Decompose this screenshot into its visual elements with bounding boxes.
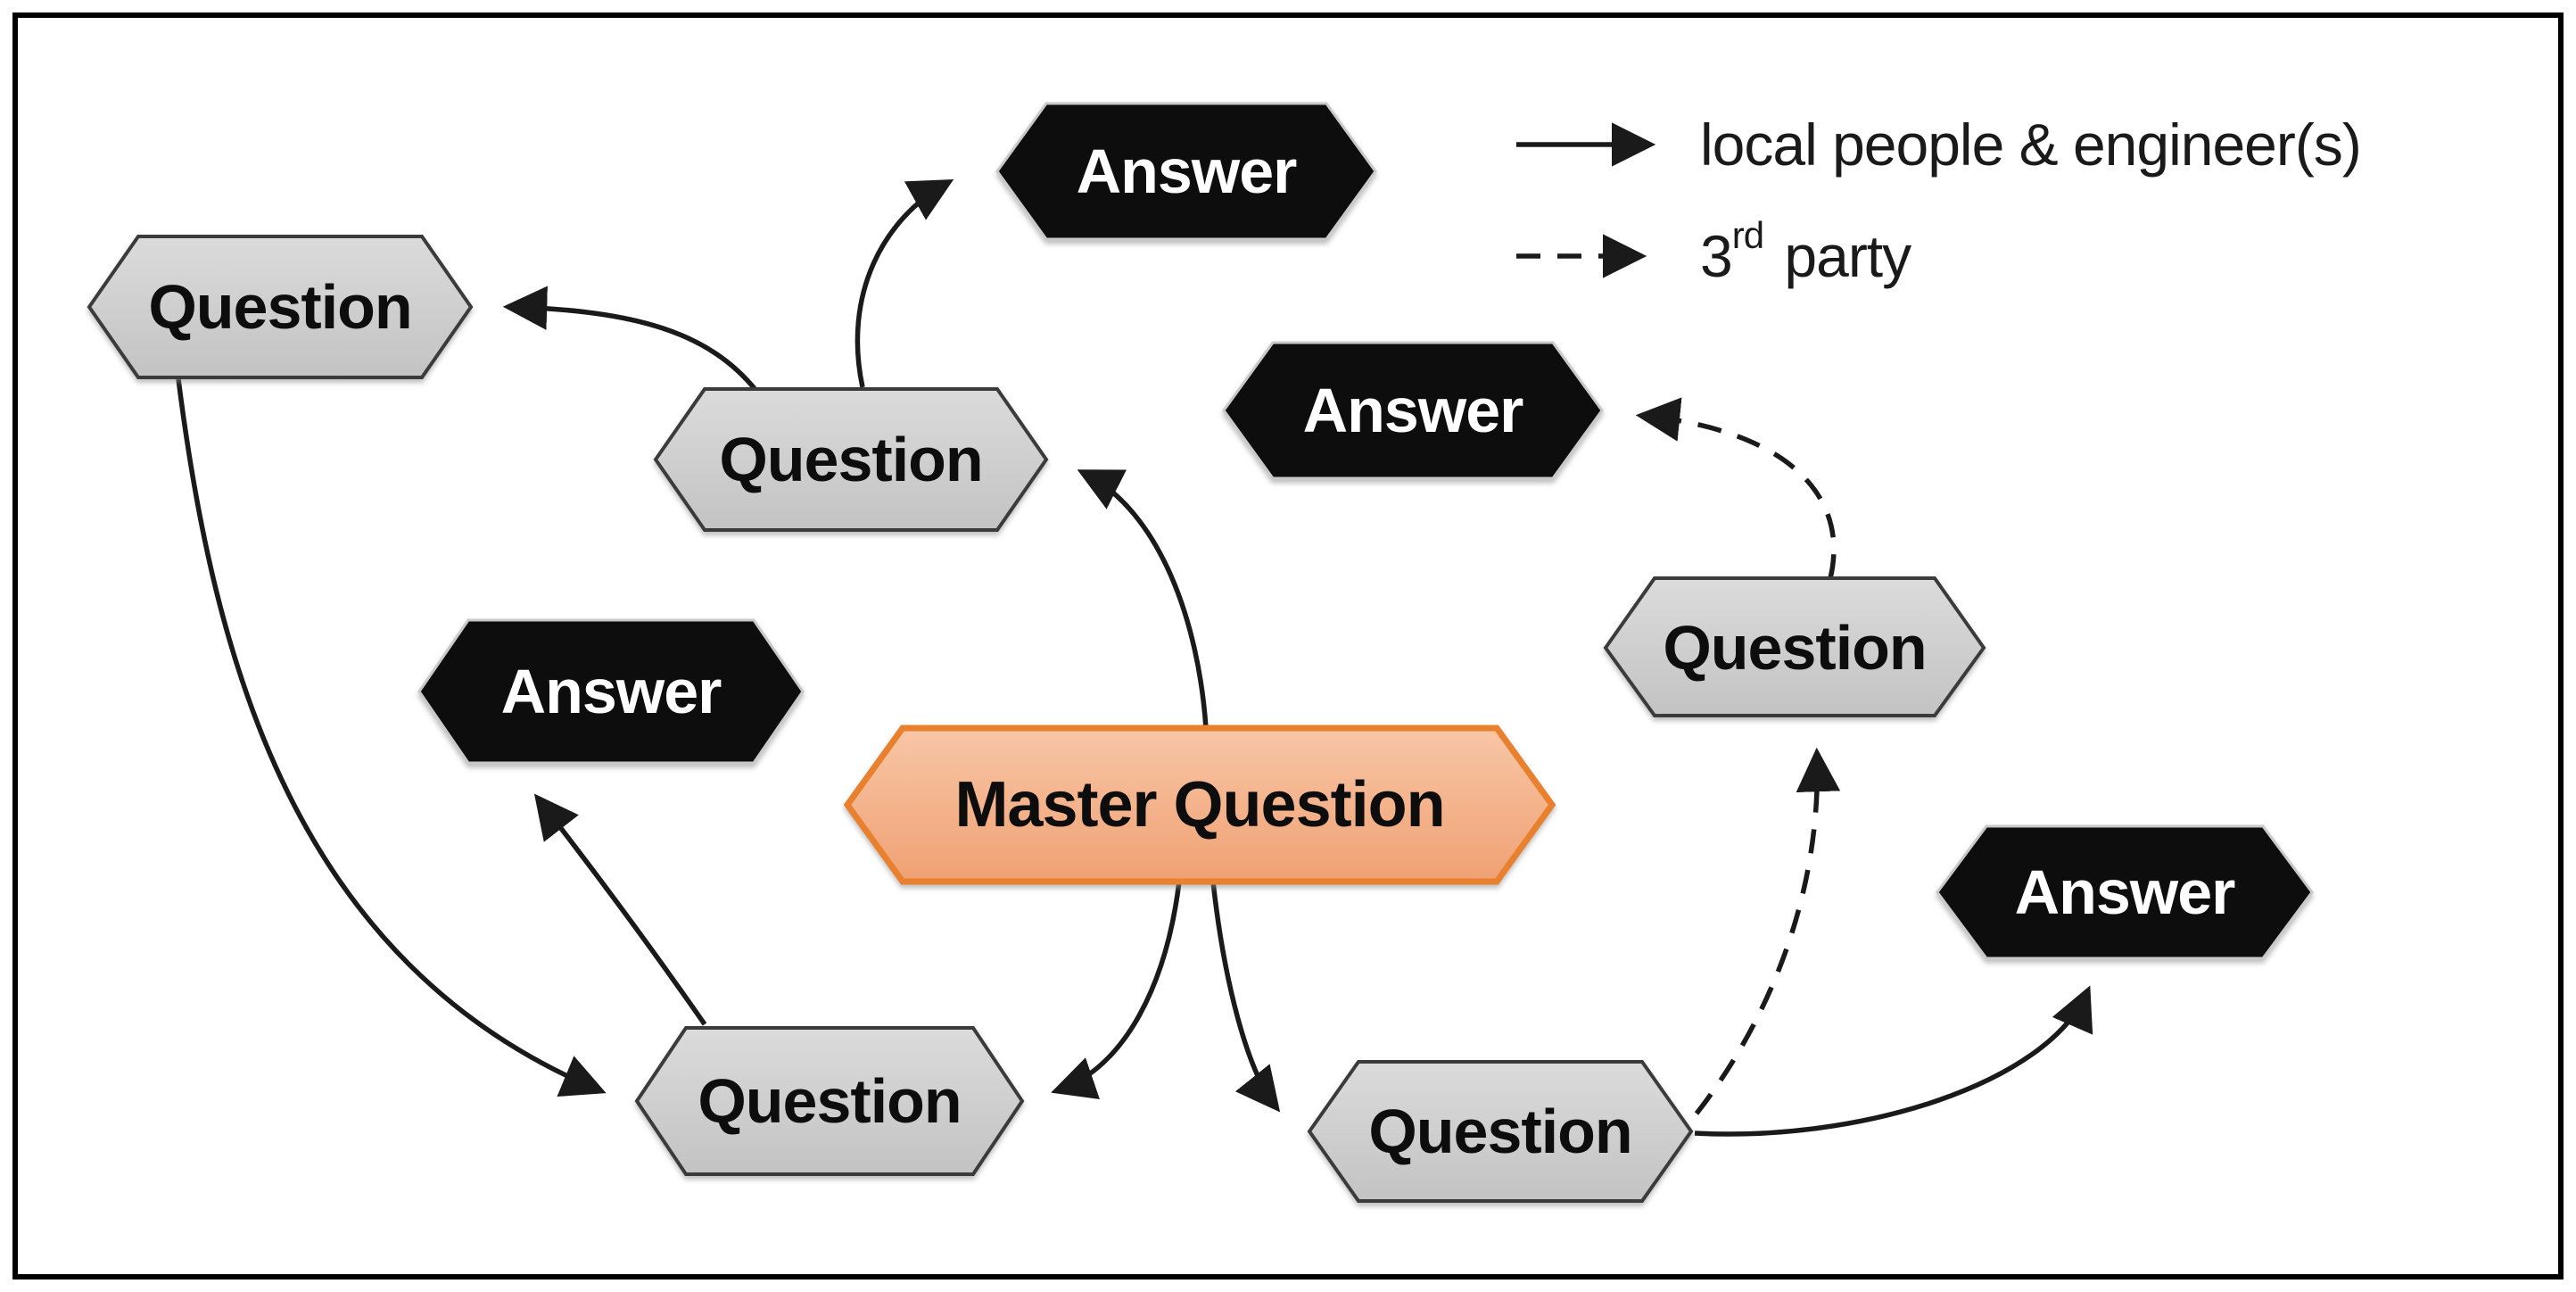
node-label: Answer bbox=[2015, 857, 2236, 927]
node-answer-left: Answer bbox=[417, 618, 805, 765]
node-label: Master Question bbox=[954, 769, 1444, 841]
edge-question-mid-to-answer-top bbox=[855, 178, 954, 388]
edge-master-to-question-bottom-left bbox=[1051, 881, 1182, 1100]
node-label: Answer bbox=[501, 657, 722, 726]
node-question-mid: Question bbox=[653, 387, 1049, 532]
node-question-right: Question bbox=[1603, 576, 1986, 717]
question-hexagon bbox=[87, 235, 474, 379]
legend-solid-label: local people & engineer(s) bbox=[1700, 112, 2361, 178]
node-question-bottom-right: Question bbox=[1307, 1060, 1694, 1203]
node-answer-bottom-right: Answer bbox=[1936, 824, 2314, 960]
answer-hexagon bbox=[1936, 824, 2314, 960]
node-master-question: Master Question bbox=[843, 725, 1556, 885]
edge-master-to-question-bottom-right bbox=[1210, 881, 1281, 1113]
question-hexagon bbox=[1603, 576, 1986, 717]
question-hexagon bbox=[653, 387, 1049, 532]
node-label: Question bbox=[719, 425, 982, 494]
edge-question-top-left-to-question-bottom-left bbox=[176, 378, 607, 1097]
legend: local people & engineer(s) 3rd party bbox=[1516, 112, 2362, 290]
node-question-top-left: Question bbox=[87, 235, 474, 379]
edge-dashed-question-bottom-right-to-question-right bbox=[1694, 747, 1841, 1115]
answer-hexagon bbox=[417, 618, 805, 765]
answer-hexagon bbox=[995, 102, 1377, 241]
answer-hexagon bbox=[1222, 341, 1604, 480]
node-label: Question bbox=[1663, 613, 1926, 683]
legend-dashed-label-superscript: rd bbox=[1732, 214, 1763, 256]
node-answer-top: Answer bbox=[995, 102, 1377, 241]
legend-dashed-label-prefix: 3 bbox=[1700, 223, 1732, 289]
node-answer-right: Answer bbox=[1222, 341, 1604, 480]
master-question-hexagon bbox=[843, 725, 1556, 885]
outer-frame bbox=[12, 12, 2564, 1280]
question-hexagon bbox=[634, 1026, 1025, 1176]
node-label: Answer bbox=[1303, 376, 1524, 445]
edge-question-bottom-right-to-answer-bottom-right bbox=[1694, 985, 2093, 1137]
edge-question-bottom-left-to-answer-left bbox=[533, 793, 707, 1026]
question-hexagon bbox=[1307, 1060, 1694, 1203]
edge-master-to-question-mid bbox=[1077, 469, 1209, 729]
node-question-bottom-left: Question bbox=[634, 1026, 1025, 1176]
node-label: Question bbox=[1368, 1097, 1631, 1166]
node-label: Answer bbox=[1077, 137, 1298, 206]
legend-dashed-label-rest: party bbox=[1769, 223, 1911, 289]
node-label: Question bbox=[698, 1066, 961, 1136]
edge-question-mid-to-question-top-left bbox=[502, 286, 759, 393]
legend-dashed-label: 3rd party bbox=[1700, 214, 1911, 290]
node-label: Question bbox=[148, 272, 411, 342]
